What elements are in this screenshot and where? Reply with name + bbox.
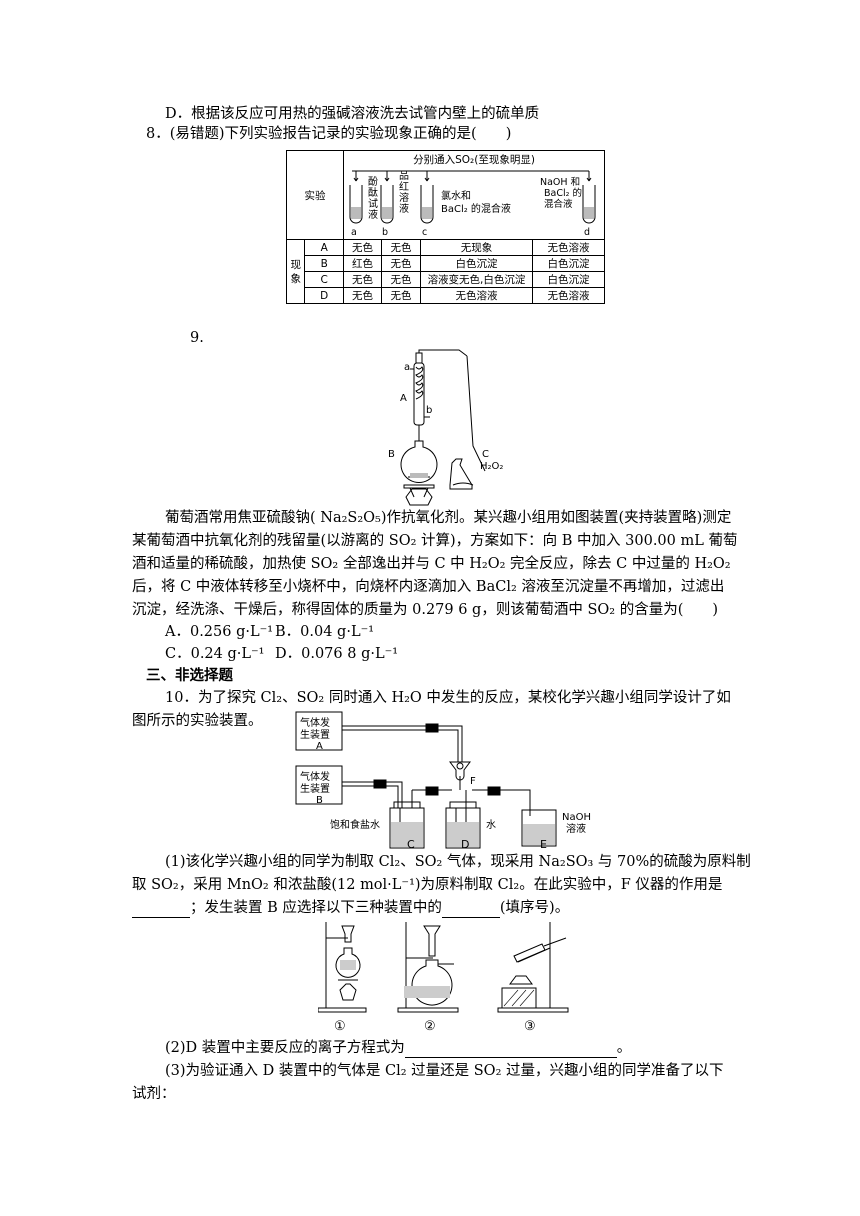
row-a-cell-c: 无现象 [419, 239, 534, 256]
q9-number: 9. [190, 330, 204, 346]
q10-text-2: 图所示的实验装置。 [132, 713, 263, 729]
q10-p1-line3: ；发生装置 B 应选择以下三种装置中的 (填序号)。 [132, 898, 569, 918]
blank-ionic-equation[interactable] [404, 1041, 617, 1058]
q9-text-3: 酒和适量的稀硫酸，加热使 SO₂ 全部逸出并与 C 中 H₂O₂ 完全反应，除去… [132, 556, 731, 572]
q9-label-h2o2: H₂O₂ [480, 461, 503, 472]
q9-option-c: C．0.24 g·L⁻¹ [165, 646, 265, 662]
q10-text-1: 10．为了探究 Cl₂、SO₂ 同时通入 H₂O 中发生的反应，某校化学兴趣小组… [165, 690, 731, 706]
row-b-cell-d: 白色沉淀 [532, 255, 605, 272]
blank-f-purpose[interactable] [132, 901, 190, 918]
q9-option-b: B．0.04 g·L⁻¹ [275, 624, 375, 640]
row-c-cell-d: 白色沉淀 [532, 271, 605, 288]
tube-c-letter: c [422, 227, 427, 238]
q10-p2: (2)D 装置中主要反应的离子方程式为 。 [165, 1038, 631, 1058]
label-water: 水 [486, 819, 496, 831]
q7-option-d: D．根据该反应可用热的强碱溶液洗去试管内壁上的硫单质 [165, 106, 540, 122]
row-c-cell-b: 无色 [380, 271, 421, 288]
q9-label-B: B [388, 449, 395, 460]
tube-a-letter: a [351, 227, 357, 238]
q10-p3-line1: (3)为验证通入 D 装置中的气体是 Cl₂ 过量还是 SO₂ 过量，兴趣小组的… [165, 1063, 724, 1079]
tube-a-label: 酚酞试液 [368, 176, 378, 221]
q10-p1-line2: 取 SO₂，采用 MnO₂ 和浓盐酸(12 mol·L⁻¹)为原料制取 Cl₂。… [132, 877, 723, 893]
row-d-cell-d: 无色溶液 [532, 287, 605, 304]
q10-p2-end: 。 [616, 1040, 632, 1056]
q9-text-4: 后，将 C 中液体转移至小烧杯中，向烧杯内逐滴加入 BaCl₂ 溶液至沉淀量不再… [132, 579, 725, 595]
q9-label-C: C [482, 449, 489, 460]
device-1-label: ① [334, 1019, 346, 1034]
row-a-option: A [304, 239, 344, 256]
label-C: C [407, 838, 415, 851]
row-d-option: D [304, 287, 344, 304]
row-b-cell-c: 白色沉淀 [419, 255, 534, 272]
q9-text-1: 葡萄酒常用焦亚硫酸钠( Na₂S₂O₅)作抗氧化剂。某兴趣小组用如图装置(夹持装… [165, 510, 732, 526]
q8-report-table: 实验 分别通入SO₂(至现象明显) [285, 150, 606, 304]
q10-p1-line3a: ；发生装置 B 应选择以下三种装置中的 [190, 900, 442, 916]
q9-option-a: A．0.256 g·L⁻¹ [165, 624, 274, 640]
row-a-cell-a: 无色 [342, 239, 382, 256]
phenomenon-label: 现象 [285, 239, 306, 304]
tube-b-letter: b [382, 227, 388, 238]
row-c-cell-c: 溶液变无色,白色沉淀 [419, 271, 534, 288]
head-top-text: 分别通入SO₂(至现象明显) [413, 154, 535, 166]
row-c-cell-a: 无色 [342, 271, 382, 288]
blank-device-choice[interactable] [441, 901, 500, 918]
label-saturated-salt: 饱和食盐水 [330, 818, 380, 831]
q10-p3-line2: 试剂： [132, 1086, 176, 1102]
row-a-cell-d: 无色溶液 [532, 239, 605, 256]
q9-text-2: 某葡萄酒中抗氧化剂的残留量(以游离的 SO₂ 计算)，方案如下：向 B 中加入 … [132, 533, 738, 549]
q10-p1-line1: (1)该化学兴趣小组的同学为制取 Cl₂、SO₂ 气体，现采用 Na₂SO₃ 与… [165, 854, 751, 870]
section-3-heading: 三、非选择题 [146, 668, 233, 684]
row-d-cell-a: 无色 [342, 287, 382, 304]
tube-b-label: 品红溶液 [399, 170, 409, 215]
q9-text-5: 沉淀，经洗涤、干燥后，称得固体的质量为 0.279 6 g，则该葡萄酒中 SO₂… [132, 602, 719, 618]
label-E: E [540, 838, 547, 851]
head-experiment: 实验 [286, 150, 344, 240]
tube-d-letter: d [584, 227, 590, 238]
q9-apparatus-figure: a A b B C H₂O₂ [388, 349, 503, 506]
row-d-cell-b: 无色 [380, 287, 421, 304]
q9-option-d: D．0.076 8 g·L⁻¹ [275, 646, 399, 662]
q8-stem: 8．(易错题)下列实验报告记录的实验现象正确的是( ) [146, 126, 512, 142]
label-D: D [461, 838, 470, 851]
q9-label-a: a [404, 362, 410, 373]
head-tubes: 分别通入SO₂(至现象明显) [342, 150, 606, 240]
row-c-option: C [304, 271, 344, 288]
tubes-diagram: 分别通入SO₂(至现象明显) [349, 154, 596, 238]
label-F: F [470, 776, 476, 787]
row-b-cell-a: 红色 [342, 255, 382, 272]
q9-label-b: b [426, 405, 432, 416]
q10-devices-figure: ① ② ③ [318, 922, 569, 1034]
row-b-option: B [304, 255, 344, 272]
device-2-label: ② [424, 1019, 436, 1034]
q9-label-A: A [400, 393, 407, 404]
q10-p2-text: (2)D 装置中主要反应的离子方程式为 [165, 1040, 405, 1056]
row-b-cell-b: 无色 [380, 255, 421, 272]
device-3-label: ③ [524, 1019, 536, 1034]
q10-p1-line3b: (填序号)。 [499, 900, 570, 916]
row-d-cell-c: 无色溶液 [419, 287, 534, 304]
row-a-cell-b: 无色 [380, 239, 421, 256]
